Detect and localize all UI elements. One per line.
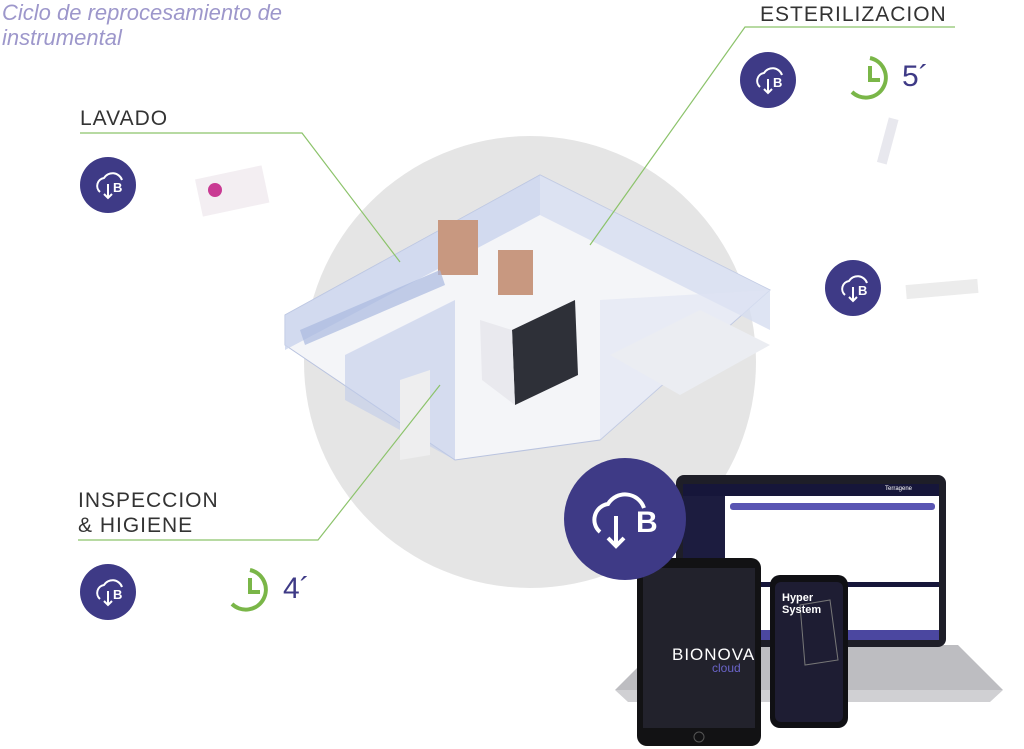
cloud-b-icon-large (564, 458, 686, 580)
page-title: Ciclo de reprocesamiento de instrumental (2, 0, 283, 50)
stage-label-inspeccion: INSPECCION (78, 489, 219, 512)
stage-label-higiene: & HIGIENE (78, 514, 194, 537)
shelf (438, 220, 478, 275)
stage-label-lavado: LAVADO (80, 107, 169, 130)
shelf (498, 250, 533, 295)
timer-value-inspeccion: 4´ (283, 572, 310, 605)
tablet (637, 558, 761, 746)
tablet-logo: BIONOVA (672, 645, 756, 664)
sterilizer-unit (512, 300, 578, 405)
cloud-b-icon (740, 52, 796, 108)
stage-label-esterilizacion: ESTERILIZACION (760, 3, 947, 26)
leader-lines (78, 26, 955, 541)
timer-icon (230, 56, 888, 612)
phone (770, 575, 848, 728)
cloud-b-icon (80, 157, 136, 213)
cloud-b-icon (825, 260, 881, 316)
tablet-logo-sub: cloud (712, 661, 741, 675)
phone-title: Hyper System (782, 592, 822, 616)
timer-value-esterilizacion: 5´ (902, 60, 929, 93)
laptop-brand: Terragene (885, 486, 913, 492)
floor-plan (284, 174, 771, 461)
cloud-b-icon (80, 564, 136, 620)
